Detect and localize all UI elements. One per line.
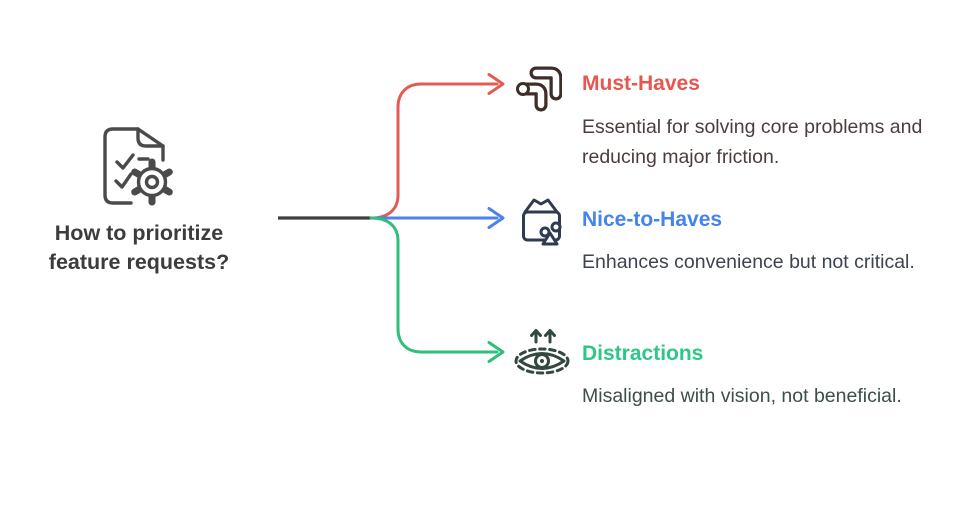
branch-line-nice [369, 207, 505, 229]
branch-label-distractions: Distractions [582, 342, 704, 365]
branch-label-nice-to-haves: Nice-to-Haves [582, 208, 723, 231]
branch-line-must [369, 73, 505, 220]
gear-icon [131, 158, 173, 206]
branch-label-must-haves: Must-Haves [582, 72, 700, 95]
arrowhead-nice [487, 207, 505, 229]
eye-motion-icon [514, 329, 570, 375]
toy-basket-icon [522, 198, 562, 246]
branch-description-nice-to-haves: Enhances convenience but not critical. [582, 251, 915, 273]
arrowhead-must [487, 73, 505, 95]
branch-description-distractions: Misaligned with vision, not beneficial. [582, 385, 902, 407]
branch-line-dist [369, 216, 505, 363]
arrowhead-dist [487, 341, 505, 363]
checklist-document-gear-icon [103, 127, 173, 206]
corner-flow-pipes-icon [516, 66, 562, 112]
topic-title: How to prioritize feature requests? [48, 221, 230, 274]
branch-description-must-haves: Essential for solving core problems and … [582, 116, 923, 168]
